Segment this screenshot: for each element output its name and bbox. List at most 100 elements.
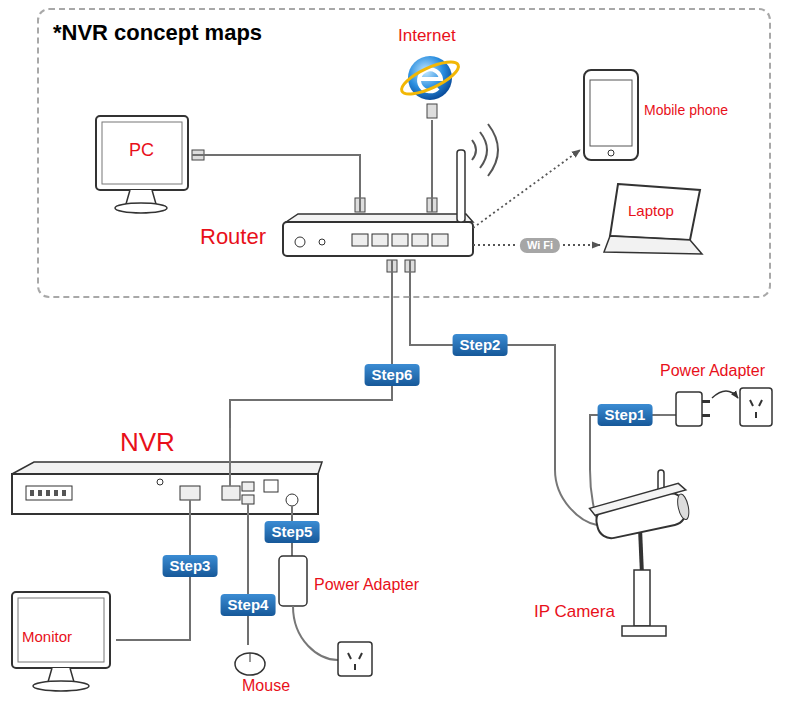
- router-icon: [457, 150, 465, 222]
- nvr-power-adapter-icon: [279, 548, 372, 676]
- router-icon: [283, 222, 473, 256]
- router-icon: [286, 214, 473, 222]
- edge-label-holder: Step3: [163, 555, 218, 577]
- cable-plug: [427, 104, 437, 118]
- laptop-icon: [610, 184, 700, 240]
- step-badge: Step2: [453, 334, 508, 356]
- camera-power-adapter-icon: [660, 414, 676, 416]
- monitor-icon: [18, 598, 104, 662]
- router-icon: [412, 234, 428, 246]
- pc-monitor-icon: [96, 116, 188, 213]
- router-icon: [372, 234, 388, 246]
- step-badge: Step1: [598, 404, 653, 426]
- router-icon: [480, 132, 487, 168]
- camera-power-adapter-icon: [759, 400, 762, 406]
- step-badge: Step4: [221, 594, 276, 616]
- pc-node: PC: [92, 112, 192, 217]
- mobile-phone-icon: [608, 150, 614, 156]
- step-badge: Step6: [365, 364, 420, 386]
- device-label: PC: [129, 140, 154, 161]
- mouse-node: Mouse: [222, 645, 322, 705]
- router-icon: [472, 140, 476, 160]
- monitor-icon: [48, 668, 74, 682]
- cable: [192, 155, 360, 212]
- device-label: Monitor: [22, 628, 72, 645]
- router-icon: [488, 124, 498, 176]
- ip-camera-icon: [555, 470, 597, 525]
- pc-monitor-icon: [96, 116, 188, 190]
- edge-label-holder: Step2: [453, 334, 508, 356]
- monitor-icon: [12, 592, 110, 668]
- device-label: Internet: [398, 26, 456, 46]
- nvr-power-adapter-icon: [359, 653, 362, 659]
- nvr-icon: [190, 428, 292, 516]
- camera-power-adapter-icon: [660, 388, 772, 426]
- ip-camera-icon: [588, 482, 687, 516]
- nvr-icon: [247, 504, 249, 516]
- pc-monitor-icon: [102, 122, 182, 184]
- step-badge: Step5: [265, 521, 320, 543]
- nvr-icon: [12, 428, 322, 516]
- pc-monitor-icon: [115, 203, 167, 213]
- router-icon: [352, 234, 368, 246]
- step-badge: Step3: [163, 555, 218, 577]
- cable: [410, 260, 555, 470]
- adapter-node: Power Adapter: [270, 548, 440, 614]
- device-label: Power Adapter: [660, 362, 765, 380]
- camera-power-adapter-icon: [676, 392, 702, 426]
- router-node: Router: [198, 212, 473, 260]
- ip-camera-icon: [588, 482, 692, 542]
- pc-monitor-icon: [126, 190, 156, 204]
- globe-icon: [398, 56, 463, 100]
- nvr-icon: [222, 486, 240, 500]
- edge-label-holder: Step1: [598, 404, 653, 426]
- camera-power-adapter-icon: [740, 388, 772, 426]
- cable: [116, 516, 190, 640]
- device-label: Router: [200, 224, 266, 249]
- nvr-icon: [242, 495, 254, 504]
- nvr-icon: [189, 500, 191, 516]
- monitor-icon: [33, 681, 89, 691]
- nvr-icon: [264, 480, 278, 492]
- nvr-icon: [286, 494, 298, 506]
- cable: [431, 120, 433, 212]
- mobile-phone-icon: [590, 80, 632, 146]
- mobile-phone-icon: [584, 70, 638, 160]
- laptop-icon: [604, 184, 702, 254]
- nvr-icon: [180, 486, 200, 500]
- nvr-icon: [30, 490, 34, 496]
- nvr-icon: [30, 490, 66, 496]
- globe-icon: [398, 56, 463, 100]
- internet-node: Internet: [392, 26, 472, 120]
- nvr-icon: [62, 490, 66, 496]
- edge-label-holder: Step4: [221, 594, 276, 616]
- title-text: *NVR concept maps: [53, 20, 262, 45]
- router-icon: [472, 124, 498, 176]
- edge-label-holder: Step6: [365, 364, 420, 386]
- wifi-badge: Wi Fi: [518, 236, 562, 255]
- laptop-icon: [604, 236, 702, 254]
- ip-camera-icon: [640, 528, 642, 575]
- wireless-link: [473, 150, 580, 228]
- camera-power-adapter-icon: [702, 414, 710, 417]
- nvr-power-adapter-icon: [348, 653, 351, 659]
- cable: [247, 516, 249, 645]
- mobile-phone-icon: [584, 70, 638, 160]
- ip-camera-icon: [676, 493, 691, 521]
- nvr-icon: [157, 479, 163, 485]
- adapter-node: Power Adapter: [660, 362, 780, 434]
- cable: [230, 260, 392, 428]
- device-label: Laptop: [628, 202, 674, 219]
- camera-power-adapter-icon: [755, 412, 757, 418]
- monitor-icon: [12, 592, 110, 691]
- camera-power-adapter-icon: [750, 400, 753, 406]
- router-icon: [319, 239, 325, 245]
- camera-power-adapter-icon: [712, 391, 738, 398]
- laptop-node: Laptop: [600, 180, 710, 258]
- ip-camera-icon: [634, 570, 650, 626]
- nvr-icon: [54, 490, 58, 496]
- nvr-power-adapter-icon: [293, 606, 338, 660]
- nvr-power-adapter-icon: [354, 664, 356, 670]
- nvr-icon: [26, 486, 72, 500]
